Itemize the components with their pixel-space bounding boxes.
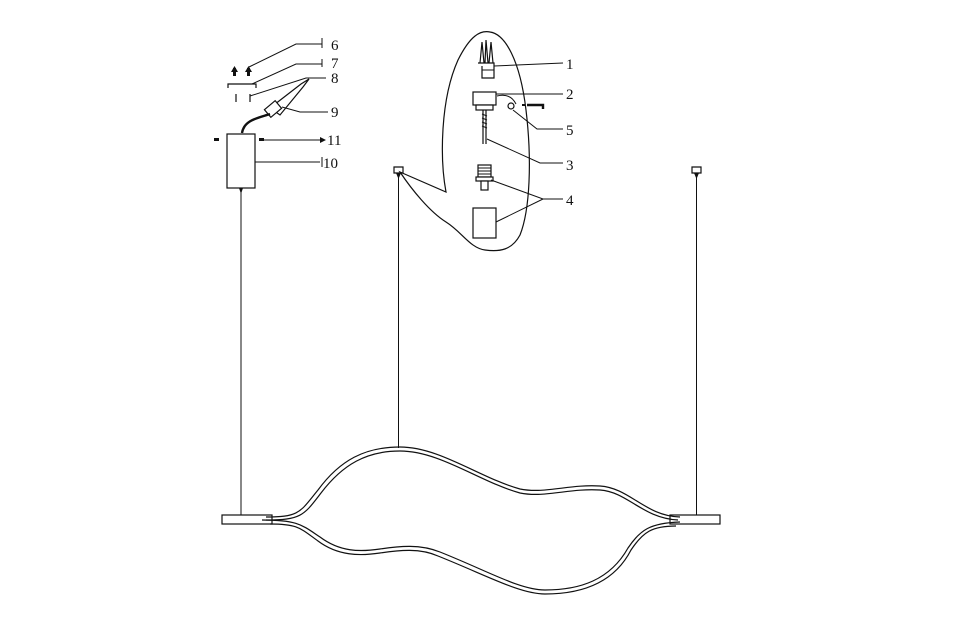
- callout-11: 11: [327, 133, 341, 149]
- right-canopy: [691, 166, 702, 515]
- screw-pair-icon: [231, 66, 252, 76]
- callout-10: 10: [323, 156, 338, 172]
- screw-icon: [481, 110, 488, 144]
- callout-6: 6: [331, 38, 339, 54]
- callout-7: 7: [331, 56, 339, 72]
- fixing-screw-icon: [214, 138, 219, 141]
- callout-8: 8: [331, 71, 339, 87]
- cover-block-icon: [472, 207, 497, 239]
- driver-assembly: 6 7 8 9 11 10: [214, 38, 341, 517]
- canopy-detail-bubble: 1 2 5 3 4: [398, 31, 574, 252]
- driver-box-icon: [226, 133, 256, 189]
- callout-9: 9: [331, 105, 339, 121]
- power-cable: [240, 112, 271, 134]
- ceiling-canopy-icon: [472, 91, 497, 111]
- cable-gripper-icon: [475, 164, 494, 191]
- callout-4: 4: [566, 193, 574, 209]
- left-canopy: [393, 166, 404, 448]
- detail-callout-bubble: [398, 31, 530, 252]
- hex-key-icon: [496, 94, 545, 110]
- wave-luminaire: [221, 446, 721, 595]
- callout-3: 3: [566, 158, 574, 174]
- callout-1: 1: [566, 57, 574, 73]
- callout-5: 5: [566, 123, 574, 139]
- wall-plug-icon: [478, 39, 495, 79]
- callout-2: 2: [566, 87, 574, 103]
- fixing-screw-icon: [259, 138, 264, 141]
- mounting-bracket-icon: [227, 83, 257, 88]
